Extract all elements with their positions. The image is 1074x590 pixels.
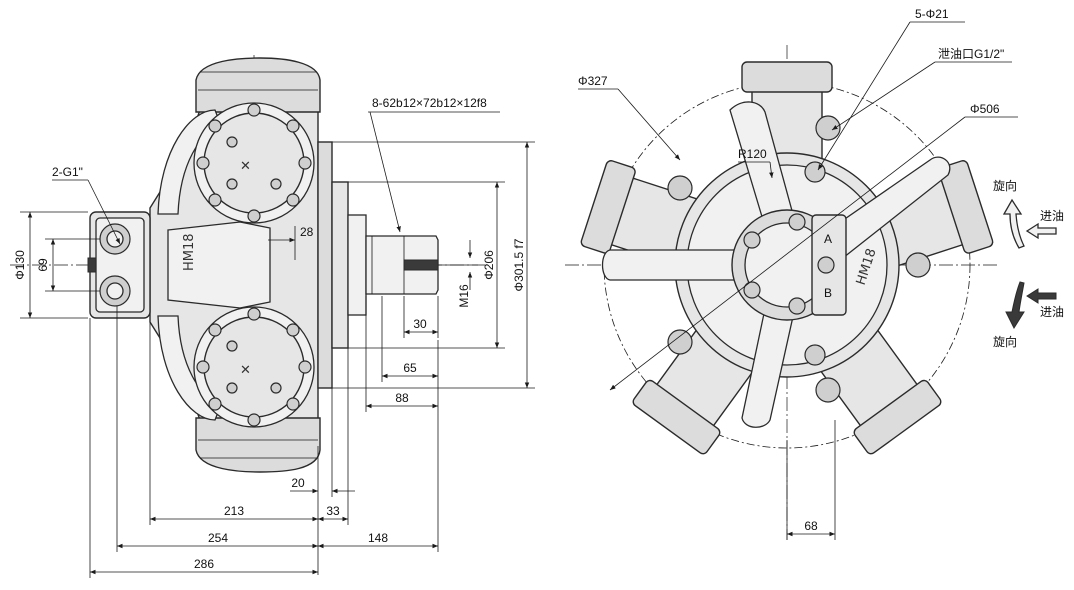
leader-r120 [769,161,774,179]
dim-phi327-label: Φ327 [578,74,608,88]
flange-pilot [331,181,349,349]
dim-phi206-label: Φ206 [482,250,496,280]
front-view: A B HM18 5-Φ21 泄油口G1/2" Φ506 Φ327 R120 6… [565,7,1064,540]
port-b-label: B [824,286,832,300]
dim-m16-label: M16 [457,284,471,308]
distributor-bolt-4 [788,297,806,315]
hub-marking-text: HM18 [182,233,197,271]
leader-phi506 [609,116,966,391]
leader-ports [87,179,121,245]
leader-phi327 [617,88,681,161]
mount-hole-1 [667,175,693,201]
distributor-bolt-2 [743,281,761,299]
callout-spline-label: 8-62b12×72b12×12f8 [372,96,487,110]
top-end-cap: ✕ [193,102,315,224]
rotation-label-bottom: 旋向 [993,334,1017,349]
shaft-thread-hole [403,259,439,271]
distributor-bolt-1 [743,231,761,249]
cylinder-head-1 [741,61,833,93]
rotation-arrow-icon [1002,198,1025,249]
dim-phi301-label: Φ301.5 f7 [512,238,526,291]
top-cylinder-head [195,57,321,113]
drain-port [804,161,826,183]
dim-254-label: 254 [208,531,228,545]
bottom-cap-logo: ✕ [240,363,251,378]
inlet-label-top: 进油 [1040,209,1064,223]
inlet-label-bottom: 进油 [1040,305,1064,319]
dim-68-label: 68 [804,519,818,533]
port-plug [87,257,97,273]
port-a-label: A [824,232,832,246]
dim-phi130-label: Φ130 [13,250,27,280]
cylinder-head-5 [580,160,636,254]
dim-20-label: 20 [291,476,305,490]
cylinder-head-2 [938,160,994,254]
aux-port [804,344,826,366]
callout-5phi21-label: 5-Φ21 [915,7,949,21]
side-view: HM18 ✕ ✕ [10,55,535,578]
mount-hole-2 [667,329,693,355]
mount-hole-3 [815,115,841,141]
dim-28-label: 28 [300,225,314,239]
leader-spline [369,111,401,233]
bottom-end-cap: ✕ [193,306,315,428]
mounting-flange [317,141,333,389]
distributor-bolt-5 [817,256,835,274]
top-cap-logo: ✕ [240,159,251,174]
distributor-bolt-3 [788,213,806,231]
mount-hole-5 [905,252,931,278]
dim-r120-label: R120 [738,147,767,161]
leader-drain [831,61,936,131]
port-b-bore [106,282,124,300]
oil-inlet-arrow-icon [1025,222,1057,240]
output-shaft [365,235,439,295]
leader-5phi21 [817,21,911,171]
shaft-collar [347,214,367,316]
dim-213-label: 213 [224,504,244,518]
dim-88-label: 88 [395,391,409,405]
cylinder-head-3 [853,379,942,455]
dim-69-label: 69 [36,258,50,272]
dim-33-label: 33 [326,504,340,518]
dim-65-label: 65 [403,361,417,375]
callout-ports-label: 2-G1" [52,165,83,179]
outer-dash-circle-phi506 [603,81,971,449]
cylinder-head-4 [632,379,721,455]
dim-30-label: 30 [413,317,427,331]
callout-drain-label: 泄油口G1/2" [938,47,1004,61]
dim-286-label: 286 [194,557,214,571]
rotation-arrow-icon [1005,281,1025,330]
rotation-label-top: 旋向 [993,178,1017,193]
oil-inlet-arrow-icon [1026,288,1057,304]
dim-148-label: 148 [368,531,388,545]
mount-hole-4 [815,377,841,403]
dim-phi506-label: Φ506 [970,102,1000,116]
